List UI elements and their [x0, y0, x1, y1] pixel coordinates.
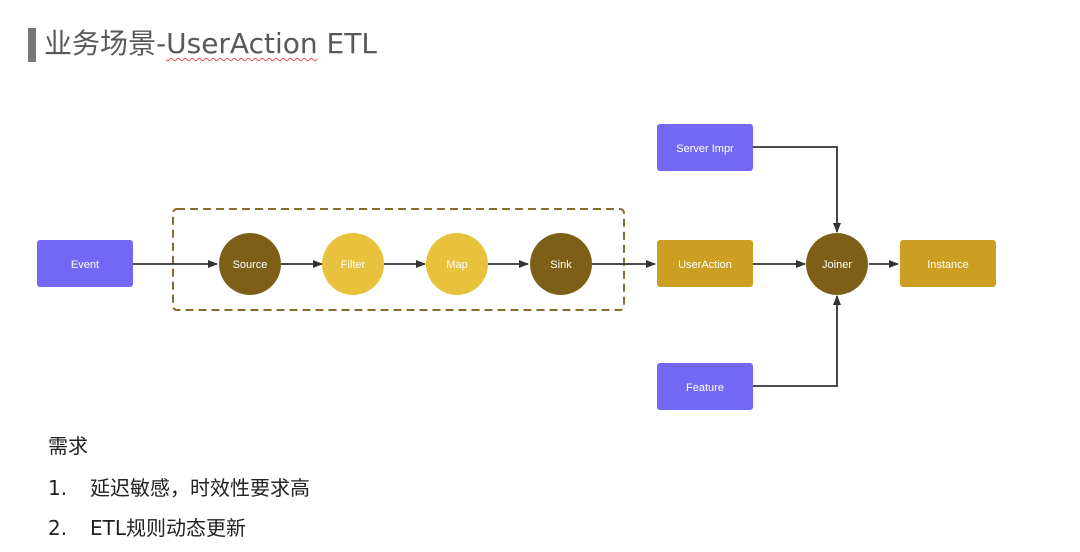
edge-feature-joiner: [753, 295, 841, 387]
edge-serverimpr-joiner: [753, 146, 841, 233]
requirement-text: 延迟敏感，时效性要求高: [90, 476, 310, 500]
sink-node: Sink: [530, 233, 592, 295]
requirement-item-2: 2. ETL规则动态更新: [48, 512, 246, 541]
filter-node: Filter: [322, 233, 384, 295]
instance-label: Instance: [927, 259, 969, 271]
title-underlined: UserAction: [166, 27, 318, 60]
operator-group-border: [172, 208, 625, 311]
map-node: Map: [426, 233, 488, 295]
joiner-node: Joiner: [806, 233, 868, 295]
page-title: 业务场景-UserAction ETL: [44, 24, 377, 64]
useraction-node: UserAction: [657, 240, 753, 287]
feature-node: Feature: [657, 363, 753, 410]
filter-label: Filter: [341, 259, 366, 271]
map-label: Map: [446, 259, 467, 271]
source-node: Source: [219, 233, 281, 295]
feature-label: Feature: [686, 382, 724, 394]
title-accent-bar: [28, 28, 36, 62]
requirements-heading: 需求: [48, 434, 88, 458]
requirement-number: 1.: [48, 476, 68, 500]
title-prefix: 业务场景-: [44, 27, 167, 60]
requirement-item-1: 1. 延迟敏感，时效性要求高: [48, 472, 310, 501]
source-label: Source: [233, 259, 268, 271]
requirement-text: ETL规则动态更新: [90, 516, 246, 540]
instance-node: Instance: [900, 240, 996, 287]
server-impr-label: Server Impr: [676, 143, 734, 155]
useraction-label: UserAction: [678, 259, 732, 271]
title-suffix: ETL: [317, 27, 377, 60]
requirement-number: 2.: [48, 516, 68, 540]
server-impr-node: Server Impr: [657, 124, 753, 171]
event-label: Event: [71, 259, 99, 271]
event-node: Event: [37, 240, 133, 287]
joiner-label: Joiner: [822, 259, 852, 271]
sink-label: Sink: [550, 259, 572, 271]
